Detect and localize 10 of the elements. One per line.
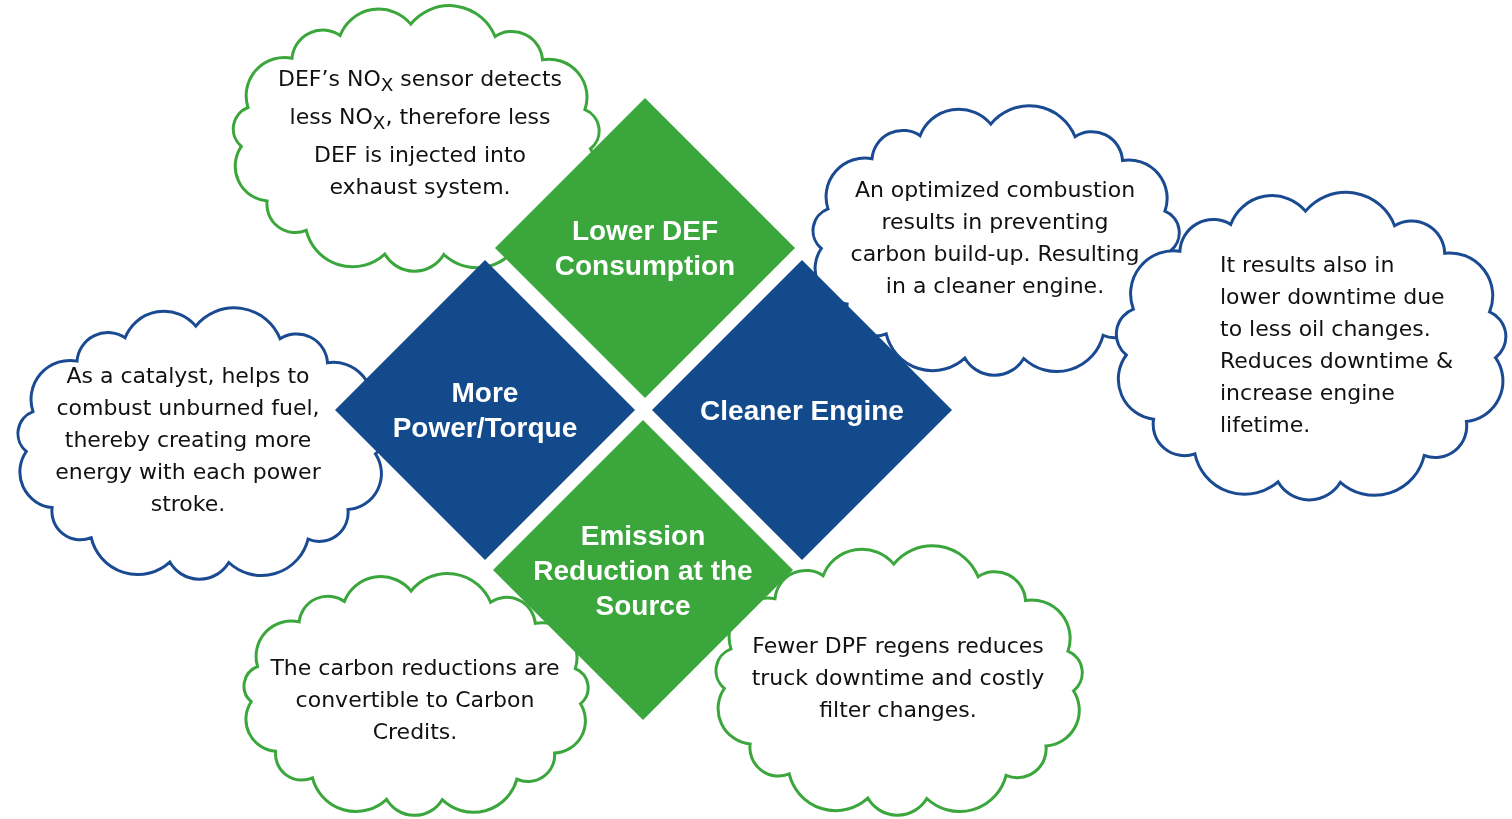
callout-text: Fewer DPF regens reduces truck downtime and costly filter changes.: [750, 632, 1046, 724]
callout-text: An optimized combustion results in preventing carbon build-up. Resulting in a cleaner engine.: [850, 176, 1140, 300]
callout-text: DEF’s NO$_{X}$ sensor detects less NO$_{X}$, therefore less DEF is injected into exhaust system.: [277, 64, 563, 202]
callout-text: As a catalyst, helps to combust unburned fuel, thereby creating more energy with each power stroke.: [54, 362, 322, 518]
diamond-label: Emission Reduction at the Source: [533, 518, 753, 623]
diamond-label: Cleaner Engine: [700, 393, 904, 428]
diamond-label: Lower DEF Consumption: [553, 214, 737, 283]
callout-text: It results also in lower downtime due to less oil changes. Reduces downtime & increase engine lifetime.: [1220, 251, 1455, 439]
callout-text: The carbon reductions are convertible to Carbon Credits.: [269, 654, 561, 746]
diamond-label: More Power/Torque: [391, 376, 579, 445]
